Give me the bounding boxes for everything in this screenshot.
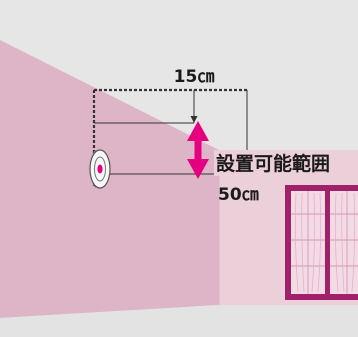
arrowhead-15cm [190, 116, 198, 123]
max-distance-label: 50㎝ [218, 185, 259, 205]
install-range-label: 設置可能範囲 [216, 152, 330, 175]
left-wall [0, 40, 219, 318]
window-icon [285, 185, 358, 300]
ceiling-distance-label: 15㎝ [174, 67, 215, 87]
install-range-label-bg [214, 150, 358, 176]
floor [0, 305, 358, 337]
smoke-detector-icon [89, 149, 111, 189]
double-arrow-icon [187, 121, 209, 179]
ceiling [0, 0, 358, 150]
